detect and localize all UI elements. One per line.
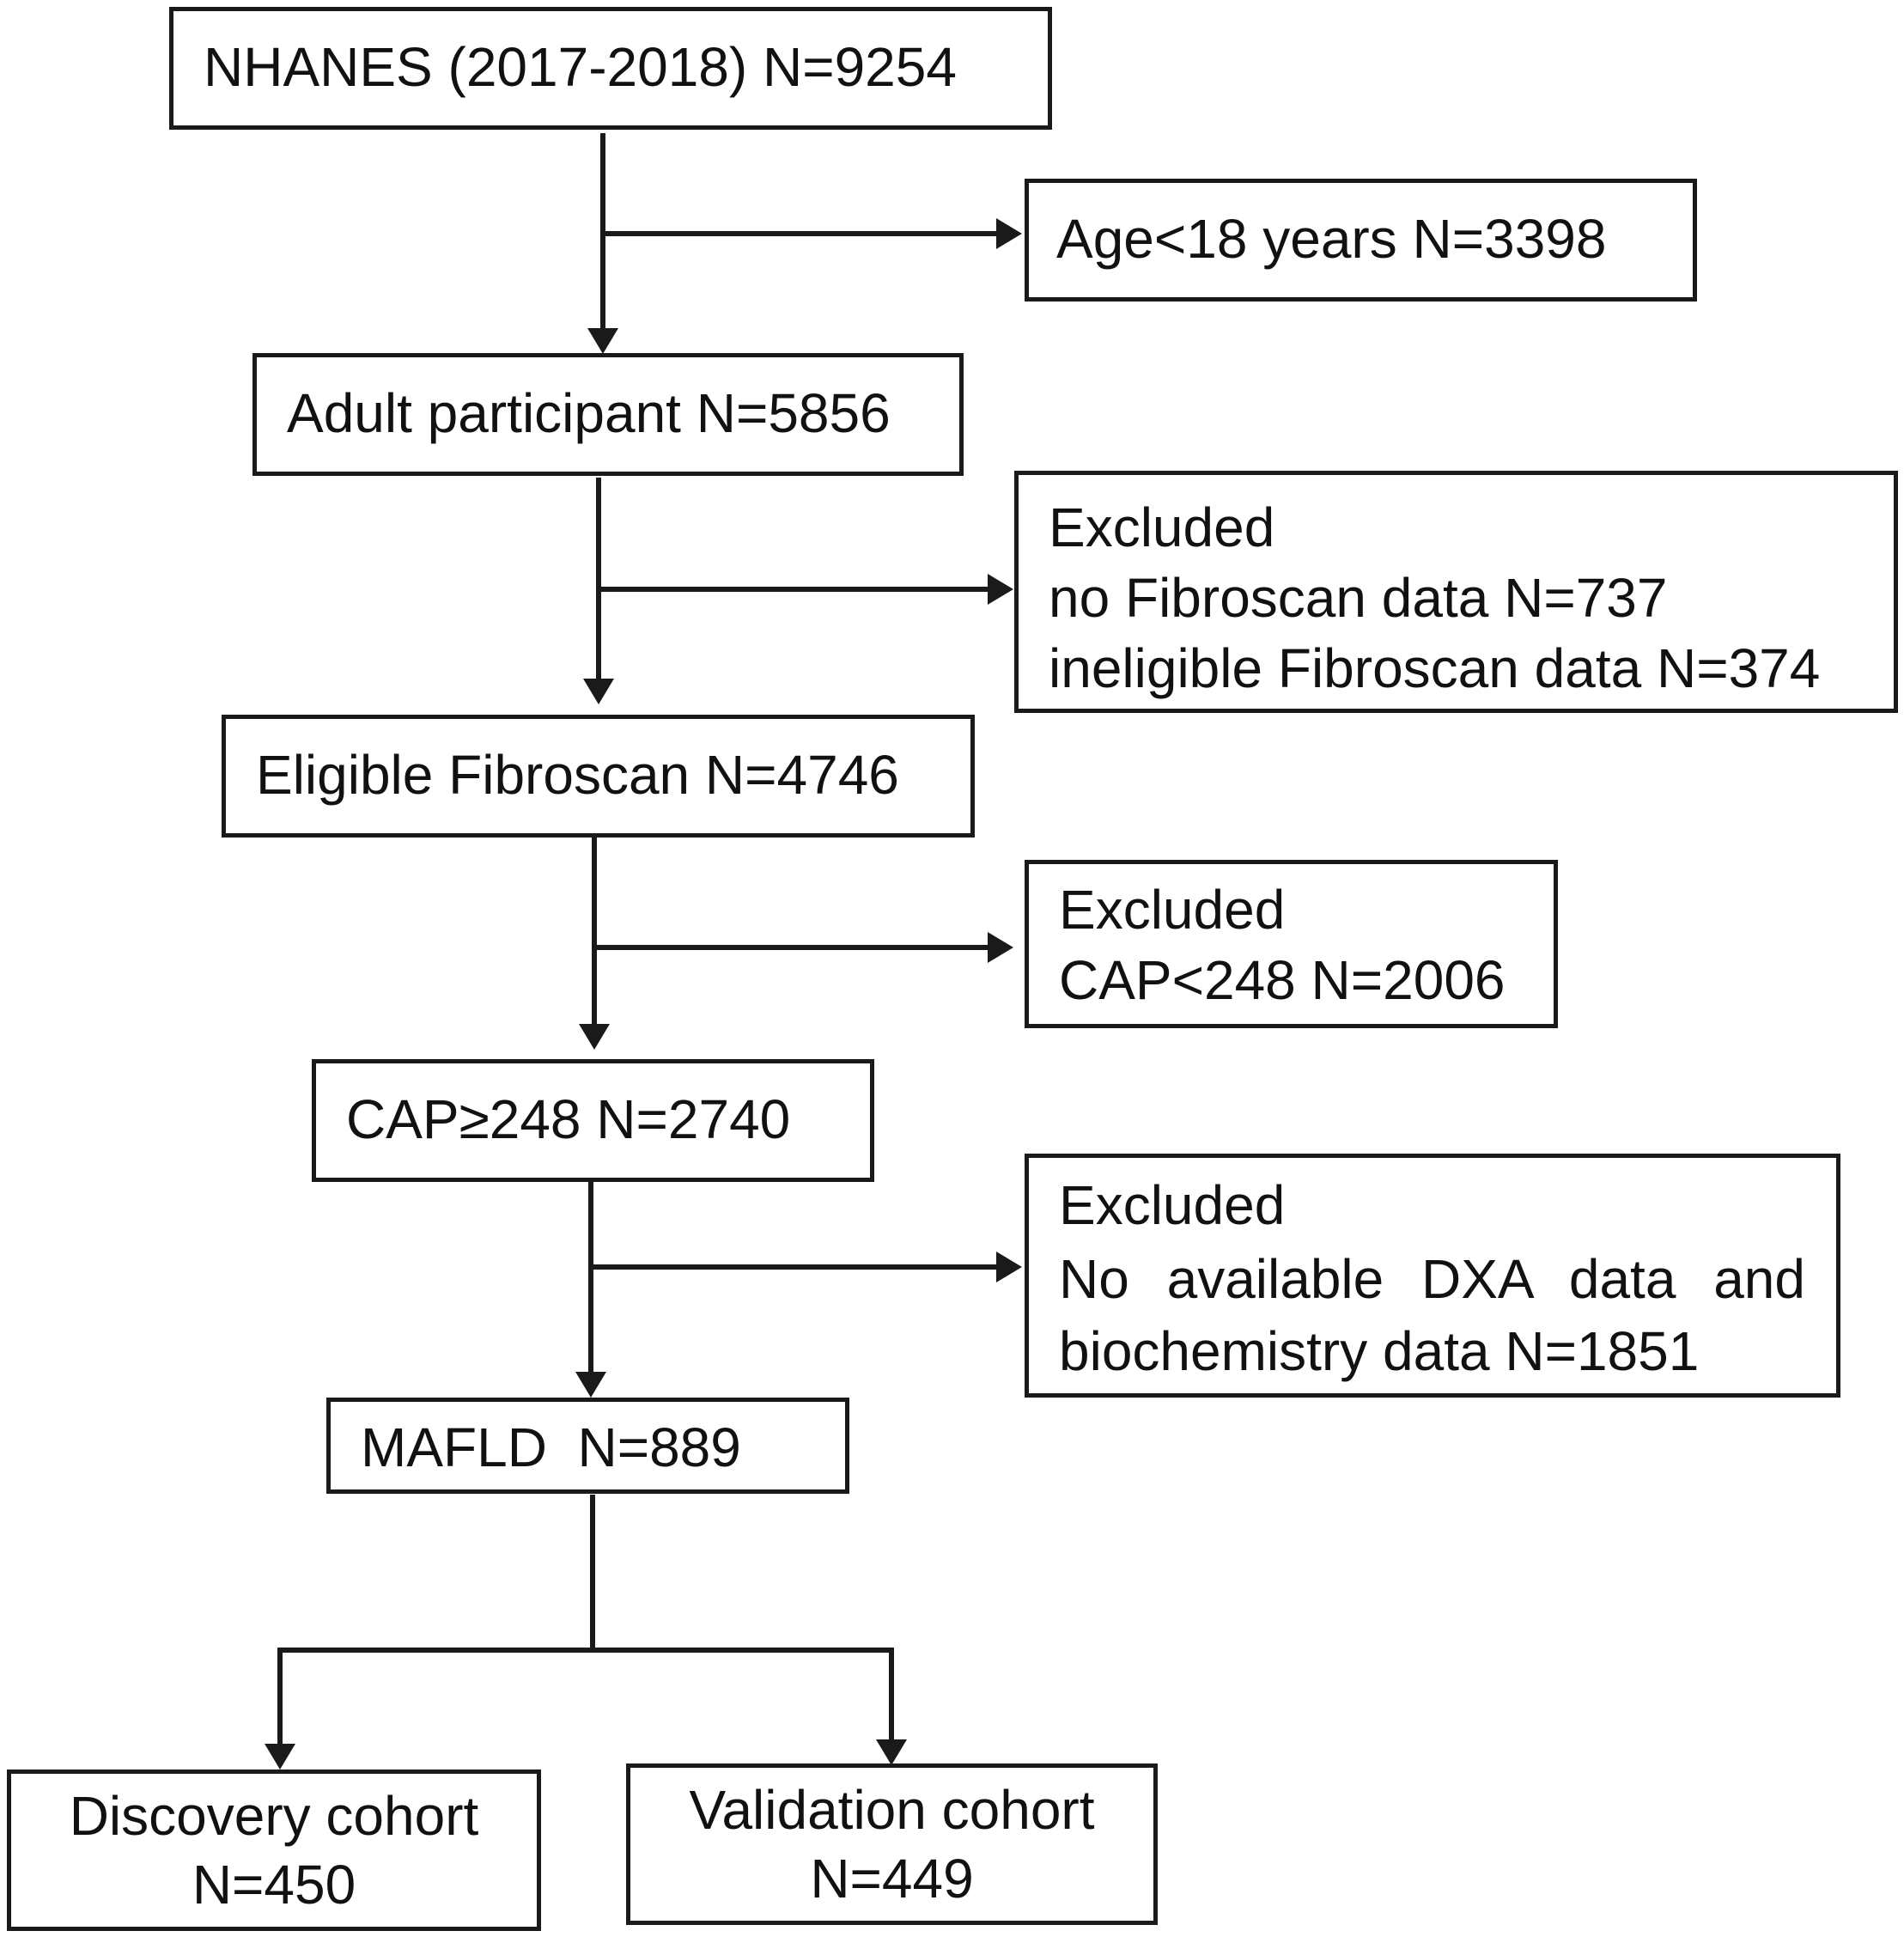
discovery-cohort-box: Discovery cohort N=450 <box>7 1769 541 1931</box>
validation-cohort-line1: Validation cohort <box>689 1779 1095 1841</box>
dxa-excluded-box: Excluded No available DXA data and bioch… <box>1025 1154 1840 1398</box>
arrow-to-cap <box>579 1024 610 1050</box>
arrow-to-eligible <box>583 679 614 704</box>
arrow-to-mafld <box>575 1372 606 1398</box>
arrow-to-adult <box>587 328 618 354</box>
cap-included-label: CAP≥248 N=2740 <box>346 1088 791 1150</box>
dxa-excluded-title: Excluded <box>1059 1174 1286 1236</box>
fibroscan-excluded-line1: no Fibroscan data N=737 <box>1049 567 1668 629</box>
validation-cohort-box: Validation cohort N=449 <box>626 1763 1158 1925</box>
adult-participant-box: Adult participant N=5856 <box>252 353 964 476</box>
discovery-cohort-line1: Discovery cohort <box>69 1785 479 1847</box>
validation-cohort-line2: N=449 <box>810 1848 974 1910</box>
cap-excluded-line1: CAP<248 N=2006 <box>1059 949 1506 1011</box>
cap-included-box: CAP≥248 N=2740 <box>312 1059 874 1182</box>
eligible-fibroscan-label: Eligible Fibroscan N=4746 <box>256 744 899 806</box>
age-excluded-box: Age<18 years N=3398 <box>1025 179 1697 302</box>
mafld-box: MAFLD N=889 <box>326 1398 849 1494</box>
fibroscan-excluded-line2: ineligible Fibroscan data N=374 <box>1049 637 1821 699</box>
cap-excluded-title: Excluded <box>1059 879 1286 941</box>
age-excluded-label: Age<18 years N=3398 <box>1056 208 1607 270</box>
eligible-fibroscan-box: Eligible Fibroscan N=4746 <box>222 715 975 838</box>
mafld-label: MAFLD N=889 <box>361 1416 741 1478</box>
dxa-excluded-line2: biochemistry data N=1851 <box>1059 1320 1700 1382</box>
arrow-to-fibroscan-excluded <box>988 574 1013 605</box>
arrow-to-age-excluded <box>996 218 1022 249</box>
dxa-excluded-line1: No available DXA data and <box>1059 1248 1805 1310</box>
arrow-to-dxa-excluded <box>996 1252 1022 1282</box>
fibroscan-excluded-box: Excluded no Fibroscan data N=737 ineligi… <box>1014 471 1898 713</box>
adult-participant-label: Adult participant N=5856 <box>287 382 891 444</box>
discovery-cohort-line2: N=450 <box>192 1854 356 1916</box>
nhanes-label: NHANES (2017-2018) N=9254 <box>204 36 957 98</box>
arrow-to-validation <box>876 1739 907 1765</box>
fibroscan-excluded-title: Excluded <box>1049 496 1275 558</box>
arrow-to-discovery <box>265 1744 295 1769</box>
arrow-to-cap-excluded <box>988 932 1013 963</box>
nhanes-box: NHANES (2017-2018) N=9254 <box>169 7 1052 130</box>
cap-excluded-box: Excluded CAP<248 N=2006 <box>1025 860 1558 1028</box>
